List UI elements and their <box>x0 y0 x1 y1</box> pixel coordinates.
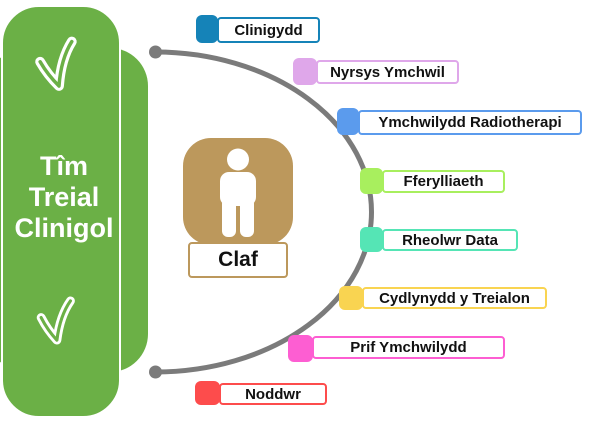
role-label-fferylliaeth: Fferylliaeth <box>382 170 505 193</box>
role-text: Prif Ymchwilydd <box>350 339 467 356</box>
role-tab-cydlynydd-y-treialon <box>339 286 363 310</box>
sidebar-title-line: Tîm <box>39 151 88 181</box>
role-label-cydlynydd-y-treialon: Cydlynydd y Treialon <box>362 287 547 309</box>
patient-label-text: Claf <box>218 248 258 271</box>
role-text: Noddwr <box>245 385 301 403</box>
person-icon <box>220 148 256 237</box>
role-text: Rheolwr Data <box>402 231 498 249</box>
role-label-rheolwr-data: Rheolwr Data <box>382 229 518 251</box>
role-text: Clinigydd <box>234 21 303 39</box>
role-text: Nyrsys Ymchwil <box>330 63 445 81</box>
check-icon <box>25 31 90 103</box>
sidebar-title: Tîm Treial Clinigol <box>0 151 128 244</box>
arc-end-dot-bottom <box>149 365 162 379</box>
role-label-clinigydd: Clinigydd <box>217 17 320 43</box>
patient-label: Claf <box>188 242 288 278</box>
role-tab-rheolwr-data <box>360 227 383 252</box>
role-tab-ymchwilydd-radiotherapi <box>337 108 359 135</box>
role-tab-nyrsys-ymchwil <box>293 58 317 85</box>
sidebar-title-line: Treial <box>28 182 100 212</box>
role-text: Cydlynydd y Treialon <box>379 289 530 307</box>
role-label-ymchwilydd-radiotherapi: Ymchwilydd Radiotherapi <box>358 110 582 135</box>
patient-card <box>183 138 293 245</box>
check-icon <box>28 290 83 357</box>
role-text: Ymchwilydd Radiotherapi <box>378 114 562 131</box>
arc-line <box>155 49 374 375</box>
role-label-noddwr: Noddwr <box>219 383 327 405</box>
role-tab-fferylliaeth <box>360 168 383 194</box>
arc-end-dot-top <box>149 45 162 59</box>
role-tab-clinigydd <box>196 15 218 43</box>
role-tab-noddwr <box>195 381 220 405</box>
sidebar-title-line: Clinigol <box>14 213 114 243</box>
role-text: Fferylliaeth <box>403 173 484 190</box>
role-label-nyrsys-ymchwil: Nyrsys Ymchwil <box>316 60 459 84</box>
role-label-prif-ymchwilydd: Prif Ymchwilydd <box>312 336 505 359</box>
role-tab-prif-ymchwilydd <box>288 335 313 362</box>
